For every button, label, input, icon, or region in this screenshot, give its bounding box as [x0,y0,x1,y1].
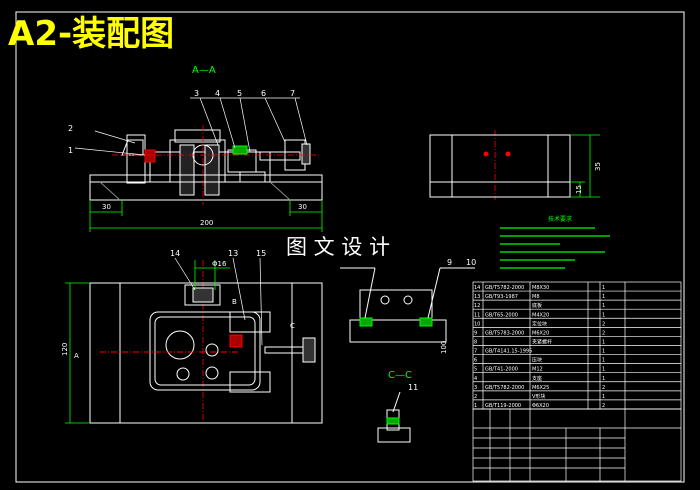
bom-cell: M12 [532,367,543,373]
section-mark-c: C [290,322,295,330]
balloon-4: 4 [215,89,220,98]
technical-notes [500,227,610,269]
balloon-1: 1 [68,146,73,155]
bom-cell: 2 [474,394,477,400]
bom-cell: GB/T4141.15-1995 [485,349,532,355]
leader-lines [74,97,308,156]
front-dimensions [89,200,323,232]
bom-cell: 1 [602,294,605,300]
front-view [89,129,323,201]
balloon-14: 14 [170,249,180,258]
balloon-3: 3 [194,89,199,98]
drawing-frame [15,11,685,483]
bom-cell: 1 [602,394,605,400]
bom-cell: 1 [602,312,605,318]
watermark-text: 图 文 设 计 [286,235,390,259]
bom-cell: GB/T119-2000 [485,403,521,409]
bom-cell: 3 [474,385,477,391]
bom-cell: M6X25 [532,385,549,391]
bom-cell: GB/T5783-2000 [485,330,524,336]
notes-heading: 技术要求 [548,215,572,223]
bom-cell: 7 [474,349,477,355]
top-leaders [174,257,263,346]
bom-cell: 1 [602,349,605,355]
bom-cell: 1 [602,303,605,309]
bom-cell: GB/T5782-2000 [485,285,524,291]
balloon-11: 11 [408,383,418,392]
bom-cell: 夹紧螺杆 [532,338,552,345]
dim-height-120: 120 [61,343,69,356]
bom-cell: 8 [474,339,477,345]
bom-cell: 2 [602,321,605,327]
top-dimensions [65,260,230,424]
bom-cell: 1 [602,285,605,291]
bom-cell: M8X30 [532,285,549,291]
section-mark-b: B [232,298,237,306]
bom-cell: 6 [474,358,477,364]
balloon-6: 6 [261,89,266,98]
bom-cell: M4X20 [532,312,549,318]
bom-cell: 1 [602,358,605,364]
dim-overall: 200 [200,219,213,227]
bom-table-grid [472,281,682,482]
bom-cell: V形块 [532,393,545,400]
bom-cell: GB/T93-1987 [485,294,518,300]
part-balloons: 1 2 3 4 5 6 7 9 10 11 13 14 15 [68,89,476,392]
side-dimensions [570,134,600,198]
bom-cell: 压块 [532,357,542,364]
drawing-title: A2-装配图 [8,14,174,54]
bom-cell: 10 [474,321,480,327]
bom-cell: 5 [474,367,477,373]
detail-view-b [340,267,475,343]
bom-cell: 2 [602,403,605,409]
bom-cell: 1 [602,376,605,382]
detail-view-c [377,391,411,443]
bom-cell: 14 [474,285,480,291]
dim-small-100: 100 [440,341,448,354]
bom-cell: M6X20 [532,330,549,336]
bom-cell: 2 [602,385,605,391]
bom-cell: GB/T41-2000 [485,367,518,373]
balloon-9: 9 [447,258,452,267]
balloon-2: 2 [68,124,73,133]
bom-cell: 11 [474,312,480,318]
bom-cell: Φ6X20 [532,403,549,409]
bom-cell: 4 [474,376,477,382]
dimension-texts: 30 200 30 120 35 15 Φ16 100 [61,162,602,356]
bom-cell: 1 [602,367,605,373]
bom-cell: 2 [602,330,605,336]
section-cc-label: C—C [388,370,412,381]
section-mark-a: A [74,352,79,360]
bom-cell: M8 [532,294,540,300]
side-view [429,134,571,198]
dim-side-35: 35 [594,162,602,171]
dim-left: 30 [102,203,111,211]
top-view [89,282,323,424]
balloon-15: 15 [256,249,266,258]
section-aa-label: A—A [192,65,216,76]
balloon-10: 10 [466,258,476,267]
bom-cell: 底板 [532,302,542,309]
section-marks: A B C [74,298,295,360]
balloon-7: 7 [290,89,295,98]
bom-cell: GB/T5782-2000 [485,385,524,391]
bom-cell: 支座 [532,375,542,382]
balloon-5: 5 [237,89,242,98]
dim-dia-16: Φ16 [212,260,227,268]
dim-side-15: 15 [575,185,583,194]
bom-cell: 1 [602,339,605,345]
bom-cell: 12 [474,303,480,309]
bom-cell: 13 [474,294,480,300]
bom-cell: 定位块 [532,320,547,327]
bom-cell: 1 [474,403,477,409]
balloon-13: 13 [228,249,238,258]
bom-cell: GB/T65-2000 [485,312,518,318]
bom-cell: 9 [474,330,477,336]
centerlines [112,125,496,420]
dim-right: 30 [298,203,307,211]
